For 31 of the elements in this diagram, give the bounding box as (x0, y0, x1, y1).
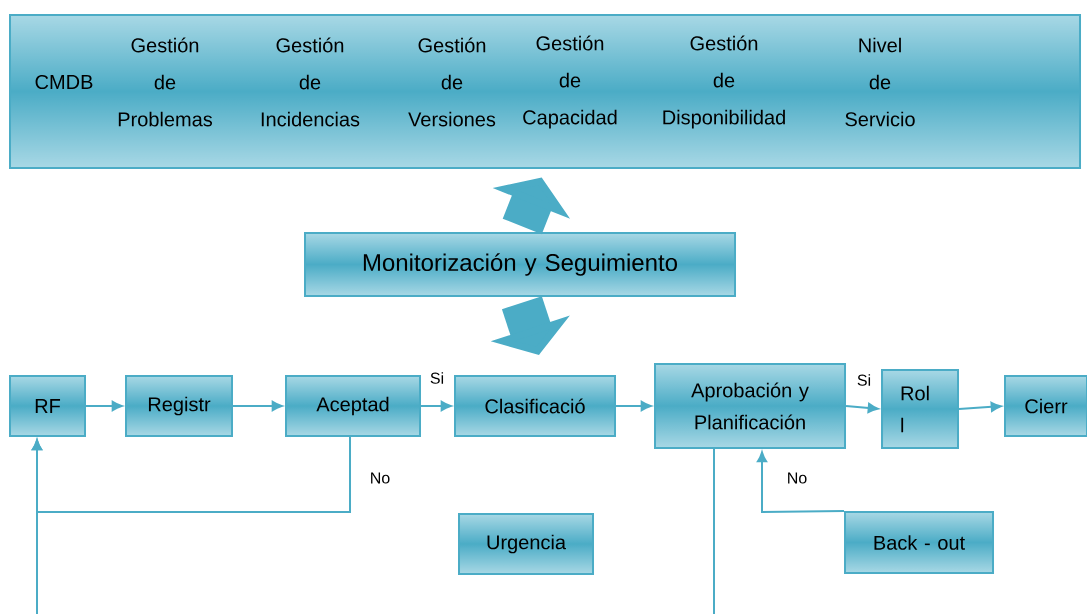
banner-text: Gestión de Problemas (118, 37, 213, 127)
edge-label: Si (428, 370, 446, 386)
banner-text: Gestión de Capacidad (523, 35, 617, 129)
banner-text: CMDB (35, 74, 93, 90)
monitoring-box: Monitorización y Seguimiento (304, 232, 736, 297)
process-box: Rol l (881, 369, 959, 449)
arrow (31, 439, 43, 614)
banner-text: Gestión de Versiones (408, 37, 496, 127)
arrow (845, 402, 879, 413)
banner-text: Gestión de Disponibilidad (663, 35, 785, 129)
edge-label: No (368, 471, 392, 485)
arrow (232, 400, 283, 412)
connector-line (713, 448, 715, 614)
banner-box (9, 14, 1081, 169)
arrow (615, 400, 652, 412)
edge-label: Si (855, 372, 873, 388)
process-box: Registr (125, 375, 233, 437)
process-box: RF (9, 375, 86, 437)
standalone-box: Urgencia (458, 513, 594, 575)
arrow (958, 401, 1002, 412)
banner-text: Gestión de Incidencias (261, 37, 360, 127)
process-box: Back - out (844, 511, 994, 574)
process-box: Aprobación y Planificación (654, 363, 846, 449)
arrow (420, 400, 452, 412)
arrow (756, 451, 845, 513)
arrow (85, 400, 123, 412)
edge-label: No (785, 471, 809, 485)
process-box: Cierr (1004, 375, 1087, 437)
process-box: Aceptad (285, 375, 421, 437)
process-box: Clasificació (454, 375, 616, 437)
banner-text: Nivel de Servicio (845, 37, 915, 127)
